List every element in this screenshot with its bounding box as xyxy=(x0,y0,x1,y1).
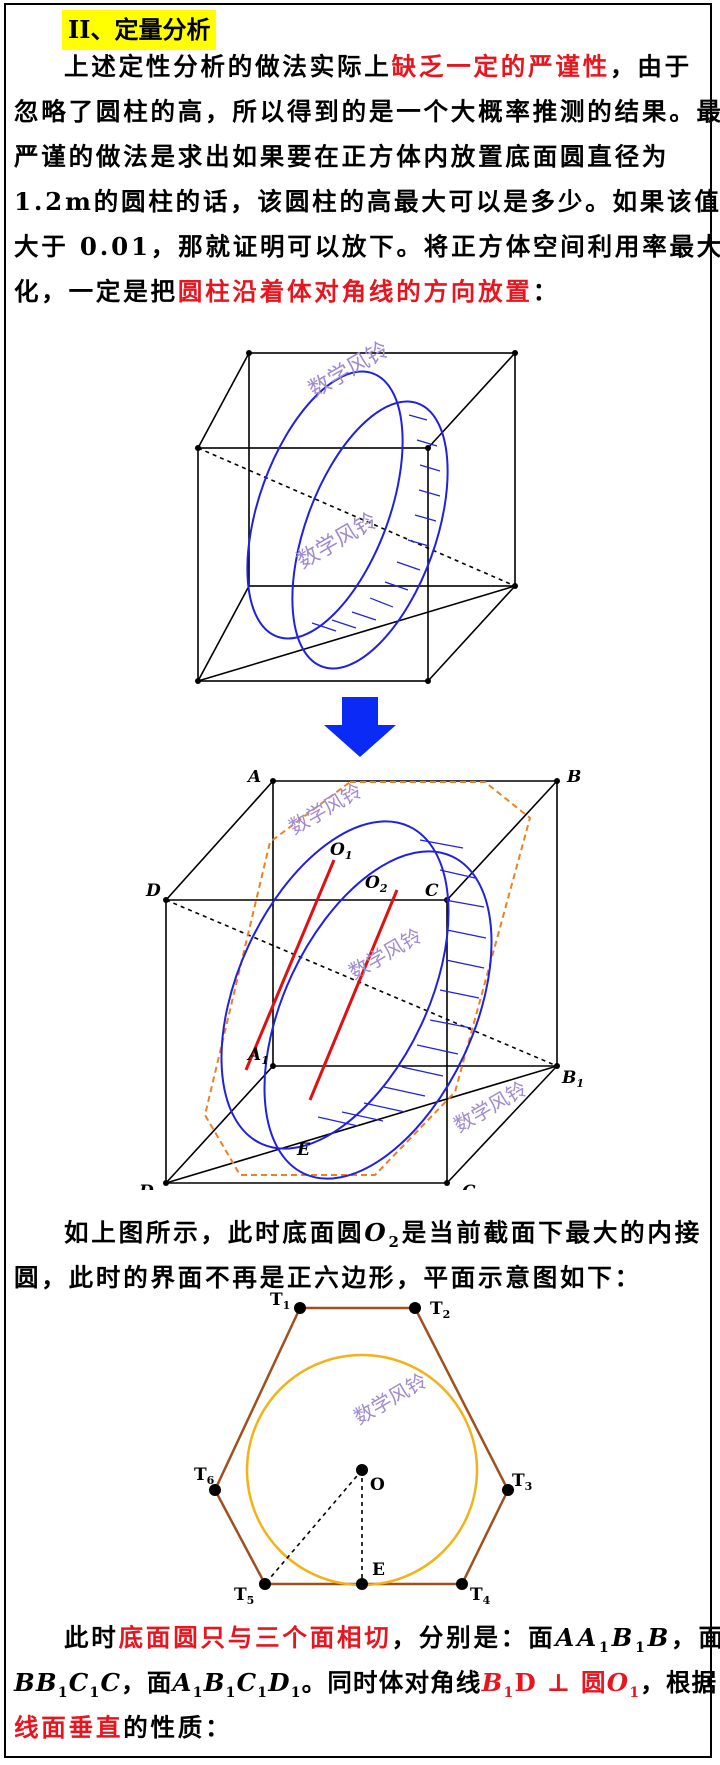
label-T6: T6 xyxy=(194,1465,215,1487)
para1-line6: 化，一定是把圆柱沿着体对角线的方向放置： xyxy=(14,277,561,306)
section-title: II、定量分析 xyxy=(62,10,217,50)
para2-line1: 如上图所示，此时底面圆O2是当前截面下最大的内接 xyxy=(64,1218,703,1251)
para2-line2: 圆，此时的界面不再是正六边形，平面示意图如下： xyxy=(14,1263,642,1292)
label-C: C xyxy=(425,881,439,901)
label-E: E xyxy=(296,1140,311,1160)
para1-line4: 1.2m的圆柱的话，该圆柱的高最大可以是多少。如果该值 xyxy=(14,187,720,216)
label-E-hex: E xyxy=(372,1560,385,1580)
label-T2: T2 xyxy=(430,1299,450,1321)
watermark-4: 数学风铃 xyxy=(345,924,426,985)
figure-labeled-cube: 数学风铃 数学风铃 数学风铃 A B C D A1 B1 C1 D1 O1 O2… xyxy=(138,770,584,1190)
label-B: B xyxy=(566,770,581,787)
label-T5: T5 xyxy=(234,1585,254,1607)
label-T1: T1 xyxy=(270,1290,290,1312)
para1-line5: 大于 0.01，那就证明可以放下。将正方体空间利用率最大 xyxy=(14,232,720,261)
label-A1: A1 xyxy=(246,1045,269,1067)
para3-line2: BB1C1C，面A1B1C1D1。同时体对角线B1D ⊥ 圆O1，根据 xyxy=(14,1668,718,1701)
para1-line3: 严谨的做法是求出如果要在正方体内放置底面圆直径为 xyxy=(14,142,670,171)
down-arrow-icon xyxy=(324,697,396,757)
label-T3: T3 xyxy=(512,1471,532,1493)
label-B1: B1 xyxy=(561,1068,584,1090)
label-C1: C1 xyxy=(462,1182,483,1190)
para1-line2: 忽略了圆柱的高，所以得到的是一个大概率推测的结果。最 xyxy=(14,97,720,126)
document-frame xyxy=(4,3,712,1758)
label-D1: D1 xyxy=(138,1182,161,1190)
label-O2: O2 xyxy=(365,873,388,895)
watermark-6: 数学风铃 xyxy=(350,1369,431,1430)
watermark-3: 数学风铃 xyxy=(285,779,366,840)
label-O: O xyxy=(370,1475,385,1495)
label-O1: O1 xyxy=(330,840,352,862)
label-T4: T4 xyxy=(470,1585,491,1607)
figure-cube-cylinder: 数学风铃 数学风铃 xyxy=(195,338,518,684)
figure-hexagon-circle: 数学风铃 T1 T2 T3 T4 T5 T6 O E xyxy=(194,1290,532,1607)
watermark-1: 数学风铃 xyxy=(305,338,394,404)
para3-line3: 线面垂直的性质： xyxy=(14,1713,233,1742)
para3-line1: 此时底面圆只与三个面相切，分别是：面AA1B1B，面 xyxy=(64,1623,720,1656)
label-A: A xyxy=(246,770,261,787)
label-D: D xyxy=(145,881,161,901)
para1-line1: 上述定性分析的做法实际上缺乏一定的严谨性，由于 xyxy=(64,52,692,81)
